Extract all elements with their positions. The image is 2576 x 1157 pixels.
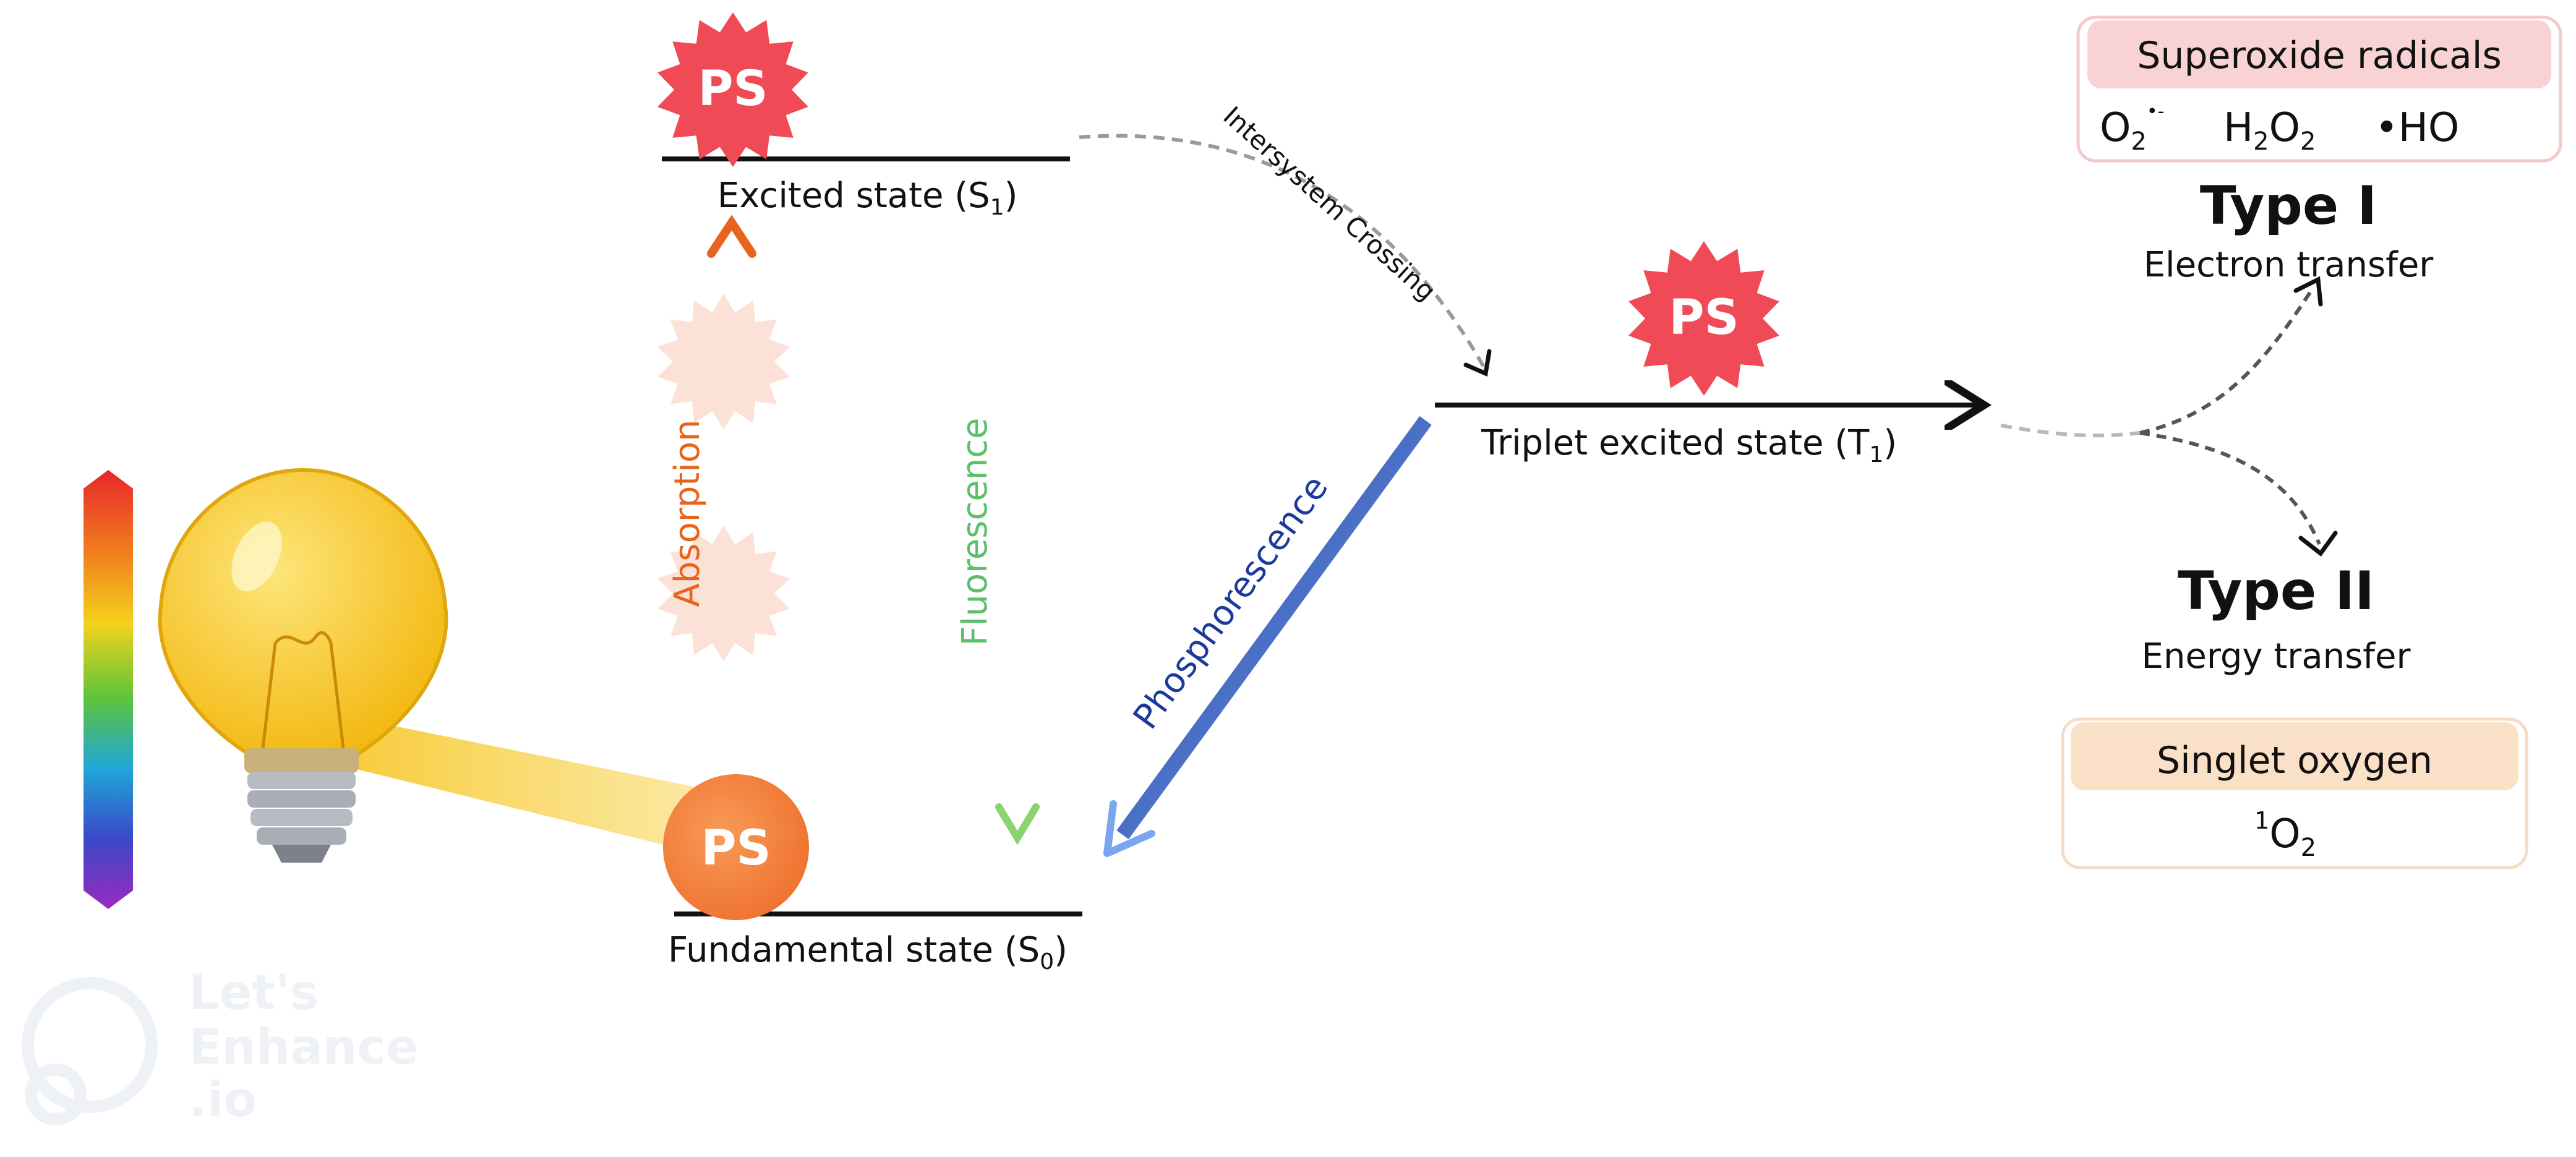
ps-star-icon: PS [1628, 241, 1779, 396]
absorption-arrow[interactable] [707, 215, 756, 804]
type1-title: Type I [2200, 175, 2377, 237]
superoxide-radicals-box: Superoxide radicals O2•- H2O2 •HO [2076, 15, 2562, 163]
excited-state-label: Excited state (S1) [717, 176, 1017, 220]
absorption-label: Absorption [667, 419, 708, 607]
intersystem-crossing-label: Intersystem Crossing [1217, 101, 1442, 307]
intersystem-crossing-arrow[interactable] [1079, 134, 1486, 369]
hydroxyl-radical: •HO [2375, 105, 2459, 151]
hydrogen-peroxide: H2O2 [2223, 105, 2316, 156]
ps-circle-icon: PS [663, 774, 809, 920]
triplet-state-label: Triplet excited state (T1) [1481, 423, 1897, 467]
watermark-line1: Let's [189, 965, 319, 1021]
intersystem-crossing-arrowhead [1463, 349, 1492, 377]
singlet-oxygen-formula: 1O2 [2254, 807, 2316, 862]
superoxide-anion: O2•- [2100, 101, 2164, 156]
ps-ground-label: PS [701, 821, 771, 876]
type2-title: Type II [2178, 560, 2374, 622]
type2-arrowhead [2298, 531, 2338, 557]
watermark: Let's Enhance .io [22, 965, 419, 1128]
light-beam [291, 705, 748, 866]
light-bulb-icon [158, 467, 448, 863]
ps-star-triplet-label: PS [1669, 290, 1739, 346]
watermark-line3: .io [189, 1072, 257, 1128]
spectrum-bar-icon [83, 470, 133, 909]
fundamental-state-label: Fundamental state (S0) [668, 930, 1068, 975]
fluorescence-label: Fluorescence [955, 418, 995, 646]
singlet-oxygen-box: Singlet oxygen 1O2 [2061, 717, 2528, 869]
fluorescence-arrow[interactable] [995, 226, 1040, 845]
singlet-oxygen-title: Singlet oxygen [2157, 739, 2433, 782]
superoxide-radicals-title: Superoxide radicals [2137, 34, 2501, 77]
type1-arrowhead [2293, 276, 2323, 307]
type2-subtitle: Energy transfer [2141, 636, 2411, 677]
type1-subtitle: Electron transfer [2144, 245, 2434, 285]
ps-star-top-label: PS [698, 61, 768, 117]
phosphorescence-arrow[interactable] [1103, 416, 1432, 857]
ps-star-icon: PS [657, 12, 808, 167]
branch-stem [2000, 424, 2141, 438]
branch-type1-arrow[interactable] [2139, 286, 2315, 435]
watermark-line2: Enhance [189, 1020, 419, 1075]
branch-type2-arrow[interactable] [2139, 431, 2321, 545]
